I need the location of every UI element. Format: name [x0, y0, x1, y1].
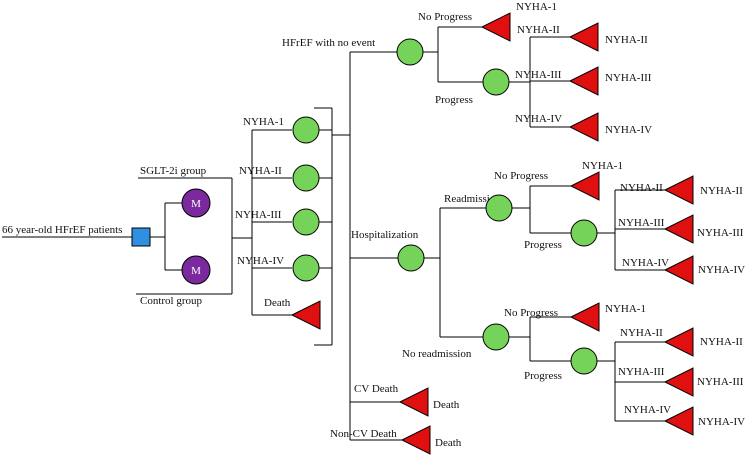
no-event-subtree: No Progress NYHA-1 Progress NYHA-II NYHA… — [418, 1, 652, 142]
state-label-death: Death — [264, 297, 291, 309]
terminal-node-nyha-2-c[interactable] — [663, 327, 694, 357]
control-label: Control group — [140, 295, 203, 307]
terminal-node-nyha-4-b[interactable] — [663, 255, 694, 285]
progress-label-1: Progress — [435, 94, 473, 106]
terminal-node-nyha-3-a[interactable] — [568, 66, 599, 96]
root-label: 66 year-old HFrEF patients — [2, 224, 122, 236]
progress-label-2: Progress — [524, 239, 562, 251]
state-node-nyha-2[interactable] — [292, 164, 320, 192]
progress-node-3[interactable] — [570, 347, 598, 375]
sglt2-label: SGLT-2i group — [140, 165, 207, 177]
branch-label-nyha-4-a: NYHA-IV — [515, 113, 562, 125]
terminal-node-death[interactable] — [290, 300, 321, 330]
terminal-node-nyha-2-a[interactable] — [568, 22, 599, 52]
no-progress-label-3: No Progress — [504, 307, 558, 319]
outcome-label-nyha-4-c: NYHA-IV — [698, 416, 745, 428]
branch-label-nyha-4-b: NYHA-IV — [622, 257, 669, 269]
event-label-non-cv-death: Non-CV Death — [330, 428, 397, 440]
outcome-label-nyha-1-b: NYHA-1 — [582, 160, 623, 172]
state-node-nyha-1[interactable] — [292, 116, 320, 144]
state-label-nyha-3: NYHA-III — [235, 209, 282, 221]
branch-label-nyha-3-c: NYHA-III — [618, 366, 665, 378]
event-node-no-event[interactable] — [396, 38, 424, 66]
readmission-node[interactable] — [485, 194, 513, 222]
hospitalization-subtree: Readmission No Progress NYHA-1 Progress … — [402, 160, 745, 436]
terminal-node-nyha-4-c[interactable] — [663, 406, 694, 436]
no-progress-label-2: No Progress — [494, 170, 548, 182]
branch-label-nyha-2-b: NYHA-II — [620, 182, 663, 194]
event-branches: HFrEF with no event Hospitalization CV D… — [282, 37, 462, 455]
markov-symbol-control: M — [191, 265, 201, 277]
no-readmission-label: No readmission — [402, 348, 472, 360]
event-label-no-event: HFrEF with no event — [282, 37, 375, 49]
terminal-node-cv-death[interactable] — [398, 387, 429, 417]
outcome-label-nyha-3-c: NYHA-III — [697, 376, 744, 388]
strategy-sglt2: SGLT-2i group M — [138, 165, 232, 218]
outcome-label-nyha-2-a: NYHA-II — [605, 34, 648, 46]
no-readmission-node[interactable] — [482, 323, 510, 351]
outcome-label-nyha-3-a: NYHA-III — [605, 72, 652, 84]
progress-label-3: Progress — [524, 370, 562, 382]
terminal-node-nyha-1-a[interactable] — [480, 12, 511, 42]
progress-node-2[interactable] — [570, 219, 598, 247]
state-node-nyha-4[interactable] — [292, 254, 320, 282]
outcome-label-nyha-4-b: NYHA-IV — [698, 264, 745, 276]
terminal-node-nyha-1-b[interactable] — [569, 171, 600, 201]
outcome-label-nyha-4-a: NYHA-IV — [605, 124, 652, 136]
branch-label-nyha-3-b: NYHA-III — [618, 217, 665, 229]
outcome-label-nyha-1-c: NYHA-1 — [605, 303, 646, 315]
outcome-label-nyha-2-c: NYHA-II — [700, 336, 743, 348]
state-bracket — [314, 107, 350, 346]
terminal-node-non-cv-death[interactable] — [400, 425, 431, 455]
label-cv-death-outcome: Death — [433, 399, 460, 411]
no-progress-label-1: No Progress — [418, 11, 472, 23]
outcome-label-nyha-2-b: NYHA-II — [700, 185, 743, 197]
root-branch: 66 year-old HFrEF patients — [2, 202, 183, 271]
event-label-hospitalization: Hospitalization — [351, 229, 419, 241]
branch-label-nyha-2-a: NYHA-II — [517, 24, 560, 36]
markov-symbol-sglt2: M — [191, 198, 201, 210]
terminal-node-nyha-1-c[interactable] — [569, 302, 600, 332]
state-label-nyha-2: NYHA-II — [239, 165, 282, 177]
strategy-control: Control group M — [136, 255, 232, 307]
terminal-node-nyha-3-b[interactable] — [663, 214, 694, 244]
markov-node-control[interactable] — [181, 255, 211, 285]
terminal-node-nyha-4-a[interactable] — [568, 112, 599, 142]
strategy-join — [231, 178, 252, 294]
terminal-node-nyha-3-c[interactable] — [663, 367, 694, 397]
branch-label-nyha-2-c: NYHA-II — [620, 327, 663, 339]
event-node-hospitalization[interactable] — [397, 244, 425, 272]
progress-node-1[interactable] — [482, 68, 510, 96]
branch-label-nyha-4-c: NYHA-IV — [624, 404, 671, 416]
branch-label-nyha-3-a: NYHA-III — [515, 69, 562, 81]
label-non-cv-death-outcome: Death — [435, 437, 462, 449]
outcome-label-nyha-3-b: NYHA-III — [697, 227, 744, 239]
state-label-nyha-1: NYHA-1 — [243, 116, 284, 128]
state-node-nyha-3[interactable] — [292, 208, 320, 236]
markov-node-sglt2[interactable] — [181, 188, 211, 218]
outcome-label-nyha-1-a: NYHA-1 — [516, 1, 557, 13]
terminal-node-nyha-2-b[interactable] — [663, 175, 694, 205]
event-label-cv-death: CV Death — [354, 383, 399, 395]
markov-states: NYHA-1 NYHA-II NYHA-III NYHA-IV Death — [235, 116, 321, 330]
decision-node[interactable] — [131, 227, 151, 247]
state-label-nyha-4: NYHA-IV — [237, 255, 284, 267]
